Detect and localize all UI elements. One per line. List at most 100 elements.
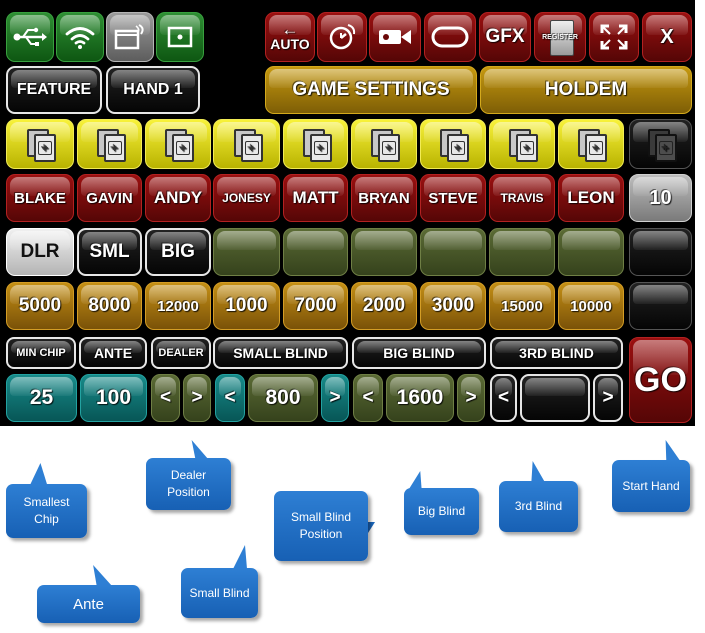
big-blind-amount: 1600 <box>396 386 444 409</box>
close-label: X <box>660 25 674 48</box>
callout-small-blind: Small Blind <box>181 568 258 618</box>
add-card-icon: + <box>96 129 126 162</box>
empty-position-slot[interactable] <box>489 228 555 276</box>
game-settings-label: GAME SETTINGS <box>292 79 450 100</box>
min-chip-value[interactable]: 25 <box>6 374 77 422</box>
game-settings-tab[interactable]: GAME SETTINGS <box>265 66 477 114</box>
empty-position-slot[interactable] <box>283 228 348 276</box>
small-blind-position-button[interactable]: SML <box>77 228 142 276</box>
wifi-button[interactable] <box>56 12 104 62</box>
add-card-icon: + <box>302 129 332 162</box>
min-chip-amount: 25 <box>29 386 54 409</box>
dealer-position-label: DLR <box>20 241 60 262</box>
ante-value[interactable]: 100 <box>80 374 147 422</box>
empty-position-slot[interactable] <box>213 228 280 276</box>
game-type-tab[interactable]: HOLDEM <box>480 66 692 114</box>
add-card-button[interactable]: + <box>558 119 624 169</box>
empty-slot-b[interactable] <box>629 282 692 330</box>
wifi-icon <box>65 27 95 49</box>
window-edit-button[interactable] <box>106 12 154 62</box>
stack-value[interactable]: 7000 <box>283 282 348 330</box>
empty-position-slot[interactable] <box>558 228 624 276</box>
chevron-left-icon: < <box>159 387 172 408</box>
big-blind-value[interactable]: 1600 <box>386 374 454 422</box>
usb-button[interactable] <box>6 12 54 62</box>
small-blind-increase-button[interactable]: > <box>321 374 349 422</box>
player-count-button[interactable]: 10 <box>629 174 692 222</box>
chevron-right-icon: > <box>465 387 477 408</box>
add-card-button[interactable]: + <box>489 119 555 169</box>
fullscreen-button[interactable] <box>589 12 639 62</box>
stack-value[interactable]: 2000 <box>351 282 417 330</box>
auto-button[interactable]: ← AUTO <box>265 12 315 62</box>
callout-small-blind-position-text: Small Blind Position <box>290 510 352 541</box>
player-name: JONESY <box>222 191 271 205</box>
chevron-left-icon: < <box>224 387 236 408</box>
register-button[interactable]: REGISTER <box>534 12 586 62</box>
dealer-position-button[interactable]: DLR <box>6 228 74 276</box>
stack-value[interactable]: 3000 <box>420 282 486 330</box>
add-card-button[interactable]: + <box>6 119 74 169</box>
empty-position-slot[interactable] <box>420 228 486 276</box>
callout-tail <box>526 461 546 483</box>
record-button[interactable] <box>156 12 204 62</box>
auto-label: AUTO <box>270 36 310 52</box>
callout-dealer-position-text: Dealer Position <box>167 468 210 499</box>
add-card-button[interactable]: + <box>213 119 280 169</box>
feature-tab[interactable]: FEATURE <box>6 66 102 114</box>
go-button[interactable]: GO <box>629 337 692 423</box>
player-name-button[interactable]: TRAVIS <box>489 174 555 222</box>
third-blind-increase-button[interactable]: > <box>593 374 623 422</box>
callout-ante: Ante <box>37 585 140 623</box>
window-edit-icon <box>114 24 144 50</box>
dealer-label: DEALER <box>158 347 204 359</box>
player-name-button[interactable]: STEVE <box>420 174 486 222</box>
stack-value[interactable]: 1000 <box>213 282 280 330</box>
player-name-button[interactable]: BLAKE <box>6 174 74 222</box>
oval-button[interactable] <box>424 12 476 62</box>
close-button[interactable]: X <box>642 12 692 62</box>
big-blind-label: BIG BLIND <box>383 345 455 361</box>
add-card-icon: + <box>27 129 56 162</box>
player-name-button[interactable]: LEON <box>558 174 624 222</box>
add-card-button[interactable]: + <box>145 119 211 169</box>
stack-value[interactable]: 10000 <box>558 282 624 330</box>
player-name: GAVIN <box>86 189 133 207</box>
timer-button[interactable] <box>317 12 367 62</box>
hand-label: HAND 1 <box>123 81 183 98</box>
gfx-button[interactable]: GFX <box>479 12 531 62</box>
dealer-prev-button[interactable]: < <box>151 374 180 422</box>
stack-value[interactable]: 12000 <box>145 282 211 330</box>
third-blind-value[interactable] <box>520 374 590 422</box>
add-card-button[interactable]: + <box>351 119 417 169</box>
ante-amount: 100 <box>95 386 132 409</box>
stack-value[interactable]: 8000 <box>77 282 142 330</box>
hand-tab[interactable]: HAND 1 <box>106 66 200 114</box>
big-blind-label-button: BIG BLIND <box>352 337 486 369</box>
min-chip-label: MIN CHIP <box>16 347 66 359</box>
add-card-button[interactable]: + <box>77 119 142 169</box>
big-blind-decrease-button[interactable]: < <box>353 374 383 422</box>
player-name-button[interactable]: ANDY <box>145 174 211 222</box>
empty-slot-a[interactable] <box>629 228 692 276</box>
dealer-next-button[interactable]: > <box>183 374 211 422</box>
camera-button[interactable] <box>369 12 421 62</box>
big-blind-position-button[interactable]: BIG <box>145 228 211 276</box>
third-blind-decrease-button[interactable]: < <box>490 374 517 422</box>
player-name: ANDY <box>153 188 203 207</box>
stack-amount: 7000 <box>294 295 337 316</box>
add-card-button[interactable]: + <box>420 119 486 169</box>
player-name-button[interactable]: BRYAN <box>351 174 417 222</box>
big-blind-increase-button[interactable]: > <box>457 374 485 422</box>
small-blind-decrease-button[interactable]: < <box>215 374 245 422</box>
oval-icon <box>431 26 469 48</box>
empty-position-slot[interactable] <box>351 228 417 276</box>
add-card-button[interactable]: + <box>283 119 348 169</box>
stack-value[interactable]: 15000 <box>489 282 555 330</box>
usb-icon <box>13 27 47 46</box>
player-name-button[interactable]: GAVIN <box>77 174 142 222</box>
small-blind-value[interactable]: 800 <box>248 374 318 422</box>
player-name-button[interactable]: JONESY <box>213 174 280 222</box>
stack-value[interactable]: 5000 <box>6 282 74 330</box>
player-name-button[interactable]: MATT <box>283 174 348 222</box>
